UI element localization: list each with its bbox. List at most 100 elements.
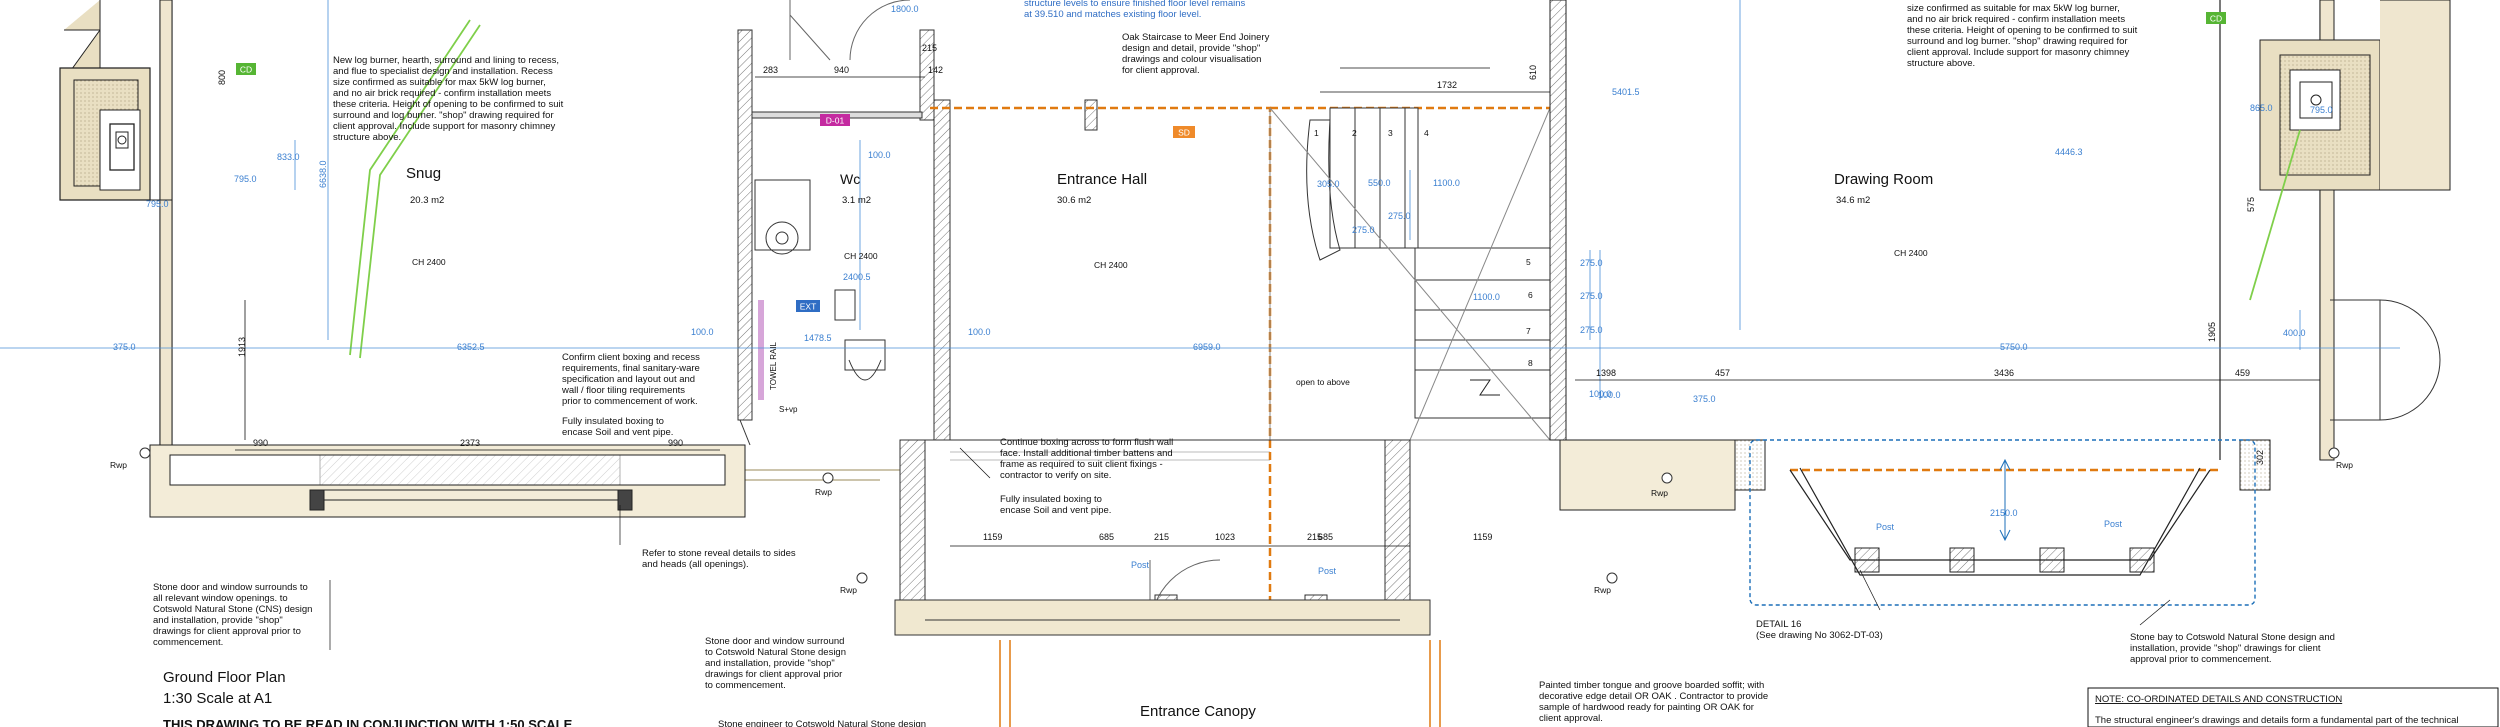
svg-text:833.0: 833.0 [277, 152, 300, 162]
svg-text:305.0: 305.0 [1317, 179, 1340, 189]
note-log-burner-left: New log burner, hearth, surround and lin… [333, 55, 566, 143]
room-snug: Snug 20.3 m2 CH 2400 [406, 165, 446, 267]
drawing-scale: 1:30 Scale at A1 [163, 690, 272, 707]
svg-text:800: 800 [217, 70, 227, 85]
note-stone-bay: Stone bay to Cotswold Natural Stone desi… [2130, 632, 2338, 665]
svg-text:2150.0: 2150.0 [1990, 508, 2018, 518]
snug-partitions [737, 29, 935, 446]
svg-text:1159: 1159 [1473, 532, 1492, 542]
svg-text:275.0: 275.0 [1388, 211, 1411, 221]
svg-text:Post: Post [1131, 560, 1150, 570]
note-staircase: Oak Staircase to Meer End Joinery design… [1122, 32, 1272, 76]
svg-text:6959.0: 6959.0 [1193, 342, 1221, 352]
svg-text:Post: Post [2104, 519, 2123, 529]
drawing-warning: THIS DRAWING TO BE READ IN CONJUNCTION W… [163, 717, 573, 727]
note-flush-wall: Continue boxing across to form flush wal… [1000, 437, 1176, 481]
svg-text:30.6 m2: 30.6 m2 [1057, 195, 1091, 206]
svg-text:275.0: 275.0 [1580, 258, 1603, 268]
svg-text:685: 685 [1318, 532, 1333, 542]
dims-black: 283 940 215 142 1732 610 1913 800 990 23… [217, 43, 2265, 542]
svg-text:215: 215 [1154, 532, 1169, 542]
svg-text:7: 7 [1526, 326, 1531, 336]
svg-text:3436: 3436 [1994, 368, 2014, 378]
svg-text:5750.0: 5750.0 [2000, 342, 2028, 352]
svg-text:Rwp: Rwp [1651, 488, 1668, 498]
svg-text:1100.0: 1100.0 [1433, 178, 1460, 188]
svg-text:CD: CD [2210, 14, 2222, 24]
room-drawing-room: Drawing Room 34.6 m2 CH 2400 [1834, 171, 1933, 258]
svg-text:457: 457 [1715, 368, 1730, 378]
svg-text:283: 283 [763, 65, 778, 75]
svg-text:1913: 1913 [237, 337, 247, 357]
label-svp: S+vp [779, 405, 798, 414]
svg-text:400.0: 400.0 [2283, 328, 2306, 338]
svg-text:550.0: 550.0 [1368, 178, 1391, 188]
svg-text:795.0: 795.0 [2310, 105, 2333, 115]
svg-text:795.0: 795.0 [234, 174, 257, 184]
svg-text:CD: CD [240, 65, 252, 75]
svg-text:NOTE: CO-ORDINATED DETAILS AND: NOTE: CO-ORDINATED DETAILS AND CONSTRUCT… [2095, 694, 2342, 705]
note-soil-pipe-wc: Fully insulated boxing to encase Soil an… [562, 416, 673, 438]
svg-text:Rwp: Rwp [110, 460, 127, 470]
svg-text:990: 990 [253, 438, 268, 448]
svg-text:2373: 2373 [460, 438, 480, 448]
note-stone-surround-door: Stone door and window surround to Cotswo… [705, 636, 849, 691]
svg-text:1398: 1398 [1596, 368, 1616, 378]
svg-text:The structural engineer's draw: The structural engineer's drawings and d… [2095, 715, 2459, 726]
svg-text:100.0: 100.0 [868, 150, 891, 160]
svg-text:1478.5: 1478.5 [804, 333, 832, 343]
svg-text:275.0: 275.0 [1580, 325, 1603, 335]
svg-text:5401.5: 5401.5 [1612, 87, 1640, 97]
svg-text:142: 142 [928, 65, 943, 75]
rwp-labels: Rwp Rwp Rwp Rwp Rwp Rwp [110, 460, 2353, 595]
svg-text:302: 302 [2255, 450, 2265, 465]
tag-ext: EXT [796, 300, 820, 312]
svg-text:795.0: 795.0 [146, 199, 169, 209]
room-entrance-hall: Entrance Hall 30.6 m2 CH 2400 [1057, 171, 1147, 270]
drawing-title: Ground Floor Plan [163, 669, 286, 686]
note-detail-16: DETAIL 16 (See drawing No 3062-DT-03) [1756, 619, 1883, 641]
svg-text:Wc: Wc [840, 171, 860, 187]
svg-text:Snug: Snug [406, 165, 441, 182]
svg-text:459: 459 [2235, 368, 2250, 378]
svg-text:990: 990 [668, 438, 683, 448]
svg-text:215: 215 [1307, 532, 1322, 542]
svg-text:Rwp: Rwp [1594, 585, 1611, 595]
svg-text:1100.0: 1100.0 [1473, 292, 1500, 302]
svg-text:275.0: 275.0 [1580, 291, 1603, 301]
svg-text:2: 2 [1352, 128, 1357, 138]
svg-text:575: 575 [2246, 197, 2256, 212]
svg-text:610: 610 [1528, 65, 1538, 80]
flue-lines [349, 19, 2301, 359]
svg-text:34.6 m2: 34.6 m2 [1836, 195, 1870, 206]
dims-blue: 6638.0 833.0 795.0 795.0 375.0 6352.5 10… [113, 4, 2333, 518]
svg-text:375.0: 375.0 [1693, 394, 1716, 404]
svg-text:CH 2400: CH 2400 [1094, 260, 1128, 270]
svg-text:1: 1 [1314, 128, 1319, 138]
svg-text:Post: Post [1876, 522, 1895, 532]
dimension-lines [0, 0, 2400, 400]
coordination-note-box [2087, 687, 2499, 727]
svg-text:SD: SD [1178, 128, 1190, 138]
entrance-hall-walls [933, 99, 1270, 461]
svg-text:100.0: 100.0 [968, 327, 991, 337]
svg-text:4446.3: 4446.3 [2055, 147, 2083, 157]
note-open-to-above: open to above [1296, 377, 1350, 387]
rainwater-pipes [139, 447, 2340, 584]
svg-text:Post: Post [1318, 566, 1337, 576]
svg-text:Rwp: Rwp [815, 487, 832, 497]
svg-text:1023: 1023 [1215, 532, 1235, 542]
black-dimension-lines [235, 76, 2320, 547]
note-stone-engineer-partial: Stone engineer to Cotswold Natural Stone… [718, 719, 926, 727]
note-floor-level: structure levels to ensure finished floo… [1024, 0, 1248, 20]
right-chimney-breast [2259, 0, 2451, 191]
svg-text:865.0: 865.0 [2250, 103, 2273, 113]
note-soffit: Painted timber tongue and groove boarded… [1539, 680, 1771, 724]
room-wc: Wc 3.1 m2 CH 2400 [840, 171, 878, 261]
title-block: Ground Floor Plan 1:30 Scale at A1 THIS … [163, 669, 573, 727]
svg-text:8: 8 [1528, 358, 1533, 368]
svg-text:Entrance Hall: Entrance Hall [1057, 171, 1147, 188]
right-external-door [2330, 299, 2441, 421]
svg-text:Drawing Room: Drawing Room [1834, 171, 1933, 188]
